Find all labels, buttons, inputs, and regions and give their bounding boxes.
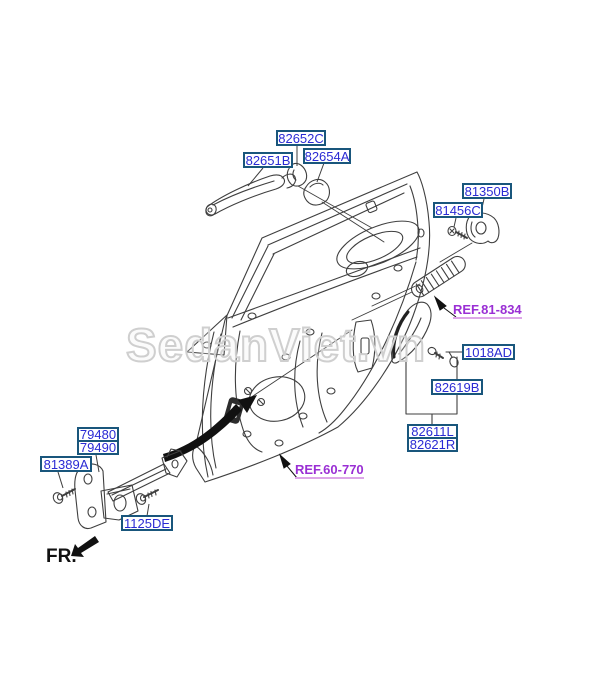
door-checker-drawing: [52, 448, 188, 530]
ref-link-81-834[interactable]: REF.81-834: [453, 302, 522, 319]
corner-trim-drawing: [391, 301, 463, 426]
part-label-82621R[interactable]: 82621R: [407, 437, 458, 452]
install-direction-arrow: [163, 395, 257, 462]
part-label-82654A[interactable]: 82654A: [303, 148, 351, 164]
latch-and-handle-base-drawing: [410, 212, 500, 298]
part-label-82651B[interactable]: 82651B: [243, 152, 293, 168]
part-label-81456C[interactable]: 81456C: [433, 202, 483, 218]
outer-handle-drawing: [205, 162, 330, 217]
part-label-79490[interactable]: 79490: [77, 440, 119, 455]
part-label-81389A[interactable]: 81389A: [40, 456, 92, 472]
label-leader-lines: [57, 146, 485, 517]
ref-link-60-770[interactable]: REF.60-770: [295, 462, 364, 479]
part-label-1018AD[interactable]: 1018AD: [462, 344, 515, 360]
ref-leader-arrows: [278, 295, 457, 479]
part-label-1125DE[interactable]: 1125DE: [121, 515, 173, 531]
fr-direction-label: FR.: [46, 546, 77, 567]
rear-door-panel-drawing: [186, 171, 473, 483]
part-label-81350B[interactable]: 81350B: [462, 183, 512, 199]
fr-direction-arrow: [71, 536, 99, 557]
part-label-82619B[interactable]: 82619B: [431, 379, 483, 395]
part-label-82652C[interactable]: 82652C: [276, 130, 326, 146]
